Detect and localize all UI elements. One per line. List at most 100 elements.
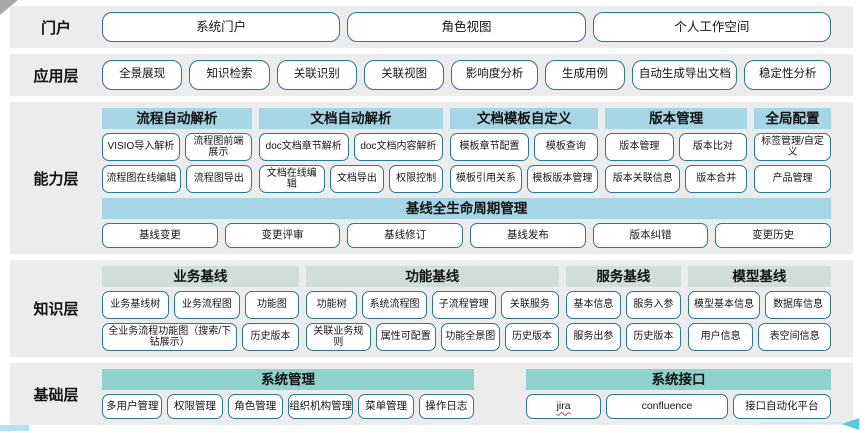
feature-button[interactable]: 模型基本信息 xyxy=(687,291,761,319)
band-knowledge: 知识层 业务基线业务基线树业务流程图功能图全业务流程功能图（搜索/下钻展示）历史… xyxy=(10,260,853,357)
group-title: 功能基线 xyxy=(305,266,559,287)
feature-button[interactable]: 角色管理 xyxy=(227,394,283,419)
baseline-lifecycle-section: 基线全生命周期管理 基线变更变更评审基线修订基线发布版本纠错变更历史 xyxy=(102,198,832,248)
feature-button[interactable]: 模板引用关系 xyxy=(450,165,522,193)
feature-button[interactable]: 生成用例 xyxy=(544,60,626,90)
feature-button[interactable]: 系统门户 xyxy=(102,12,341,42)
button-row: 流程图在线编辑流程图导出 xyxy=(102,165,252,193)
feature-button[interactable]: 业务流程图 xyxy=(173,291,241,319)
feature-button[interactable]: 全业务流程功能图（搜索/下钻展示） xyxy=(102,323,238,351)
button-row: 功能树系统流程图子流程管理关联服务 xyxy=(305,291,559,319)
feature-button[interactable]: 稳定性分析 xyxy=(744,60,832,90)
feature-button[interactable]: 标签管理/自定义 xyxy=(754,133,831,161)
feature-group: 模型基线模型基本信息数据库信息用户信息表空间信息 xyxy=(687,266,831,351)
feature-button[interactable]: 关联业务规则 xyxy=(305,323,371,351)
layer-label-portal: 门户 xyxy=(40,19,71,37)
feature-button[interactable]: doc文档内容解析 xyxy=(353,133,444,161)
button-row: 版本关联信息版本合并 xyxy=(605,165,748,193)
feature-button[interactable]: 自动生成导出文档 xyxy=(632,60,738,90)
feature-button[interactable]: 版本合并 xyxy=(685,165,748,193)
button-row: 版本管理版本比对 xyxy=(605,133,748,161)
feature-button[interactable]: 变更历史 xyxy=(715,223,832,248)
button-row: 基本信息服务入参 xyxy=(565,291,681,319)
feature-button[interactable]: 权限控制 xyxy=(388,165,444,193)
feature-button[interactable]: 业务基线树 xyxy=(102,291,169,319)
button-row: 全业务流程功能图（搜索/下钻展示）历史版本 xyxy=(102,323,299,351)
feature-button[interactable]: VISIO导入解析 xyxy=(102,133,180,161)
feature-button[interactable]: 功能图 xyxy=(245,291,299,319)
feature-button[interactable]: 版本关联信息 xyxy=(605,165,681,193)
feature-button[interactable]: 数据库信息 xyxy=(765,291,831,319)
feature-button[interactable]: 产品管理 xyxy=(754,165,831,193)
feature-button[interactable]: 版本管理 xyxy=(605,133,674,161)
feature-button[interactable]: 基线发布 xyxy=(470,223,586,248)
feature-button[interactable]: 个人工作空间 xyxy=(592,12,831,42)
feature-button[interactable]: 功能全景图 xyxy=(440,323,501,351)
feature-button[interactable]: 变更评审 xyxy=(224,223,341,248)
feature-button[interactable]: 功能树 xyxy=(305,291,358,319)
feature-button[interactable]: 操作日志 xyxy=(418,394,474,419)
feature-button[interactable]: 属性可配置 xyxy=(376,323,436,351)
feature-button[interactable]: confluence xyxy=(606,394,728,419)
feature-button[interactable]: 权限管理 xyxy=(167,394,223,419)
button-row: 服务出参历史版本 xyxy=(565,323,681,351)
feature-button[interactable]: 影响度分析 xyxy=(451,60,538,90)
feature-button[interactable]: jira xyxy=(525,394,602,419)
feature-button[interactable]: 服务出参 xyxy=(565,323,621,351)
feature-group: 版本管理版本管理版本比对版本关联信息版本合并 xyxy=(605,108,748,193)
feature-button[interactable]: 关联识别 xyxy=(276,60,357,90)
feature-button[interactable]: 子流程管理 xyxy=(431,291,496,319)
feature-button[interactable]: 历史版本 xyxy=(625,323,681,351)
button-row: 模板章节配置模板查询 xyxy=(450,133,599,161)
feature-button[interactable]: 文档导出 xyxy=(329,165,384,193)
feature-button[interactable]: 表空间信息 xyxy=(758,323,831,351)
button-row: 产品管理 xyxy=(754,165,831,193)
bottom-right-arrow-line xyxy=(760,422,842,424)
feature-button[interactable]: 关联服务 xyxy=(500,291,559,319)
architecture-diagram: 门户 系统门户角色视图个人工作空间 应用层 全景展现知识检索关联识别关联视图影响… xyxy=(10,6,853,425)
feature-button[interactable]: 历史版本 xyxy=(242,323,299,351)
feature-button[interactable]: 基本信息 xyxy=(565,291,621,319)
knowledge-groups: 业务基线业务基线树业务流程图功能图全业务流程功能图（搜索/下钻展示）历史版本功能… xyxy=(102,266,831,351)
feature-button[interactable]: 模板查询 xyxy=(533,133,599,161)
feature-button[interactable]: 服务入参 xyxy=(625,291,681,319)
band-portal: 门户 系统门户角色视图个人工作空间 xyxy=(10,6,853,48)
feature-button[interactable]: 菜单管理 xyxy=(358,394,414,419)
feature-button[interactable]: 接口自动化平台 xyxy=(732,394,831,419)
feature-button[interactable]: doc文档章节解析 xyxy=(258,133,349,161)
bottom-left-accent-bar xyxy=(0,425,29,431)
feature-group: 功能基线功能树系统流程图子流程管理关联服务关联业务规则属性可配置功能全景图历史版… xyxy=(305,266,559,351)
feature-button[interactable]: 组织机构管理 xyxy=(287,394,354,419)
feature-button[interactable]: 模板版本管理 xyxy=(526,165,599,193)
group-title: 业务基线 xyxy=(102,266,299,287)
feature-button[interactable]: 基线修订 xyxy=(347,223,464,248)
feature-button[interactable]: 文档在线编辑 xyxy=(258,165,325,193)
button-row: 关联业务规则属性可配置功能全景图历史版本 xyxy=(305,323,559,351)
group-title: 文档模板自定义 xyxy=(450,108,599,129)
layer-label-foundation: 基础层 xyxy=(33,386,79,404)
feature-button[interactable]: 关联视图 xyxy=(363,60,445,90)
feature-button[interactable]: 知识检索 xyxy=(189,60,270,90)
feature-button[interactable]: 系统流程图 xyxy=(362,291,427,319)
feature-button[interactable]: 历史版本 xyxy=(505,323,559,351)
feature-button[interactable]: 流程图在线编辑 xyxy=(102,165,181,193)
feature-button[interactable]: 多用户管理 xyxy=(102,394,163,419)
feature-button[interactable]: 模板章节配置 xyxy=(450,133,529,161)
feature-button[interactable]: 版本比对 xyxy=(678,133,748,161)
group-title: 文档自动解析 xyxy=(258,108,444,129)
feature-button[interactable]: 流程图导出 xyxy=(185,165,252,193)
feature-group: 文档模板自定义模板章节配置模板查询模板引用关系模板版本管理 xyxy=(450,108,599,193)
feature-button[interactable]: 流程图前端展示 xyxy=(184,133,252,161)
feature-button[interactable]: 版本纠错 xyxy=(592,223,709,248)
group-title: 系统接口 xyxy=(525,369,831,390)
feature-button[interactable]: 用户信息 xyxy=(687,323,754,351)
feature-button[interactable]: 全景展现 xyxy=(102,60,183,90)
feature-button[interactable]: 角色视图 xyxy=(347,12,586,42)
feature-button[interactable]: 基线变更 xyxy=(102,223,218,248)
